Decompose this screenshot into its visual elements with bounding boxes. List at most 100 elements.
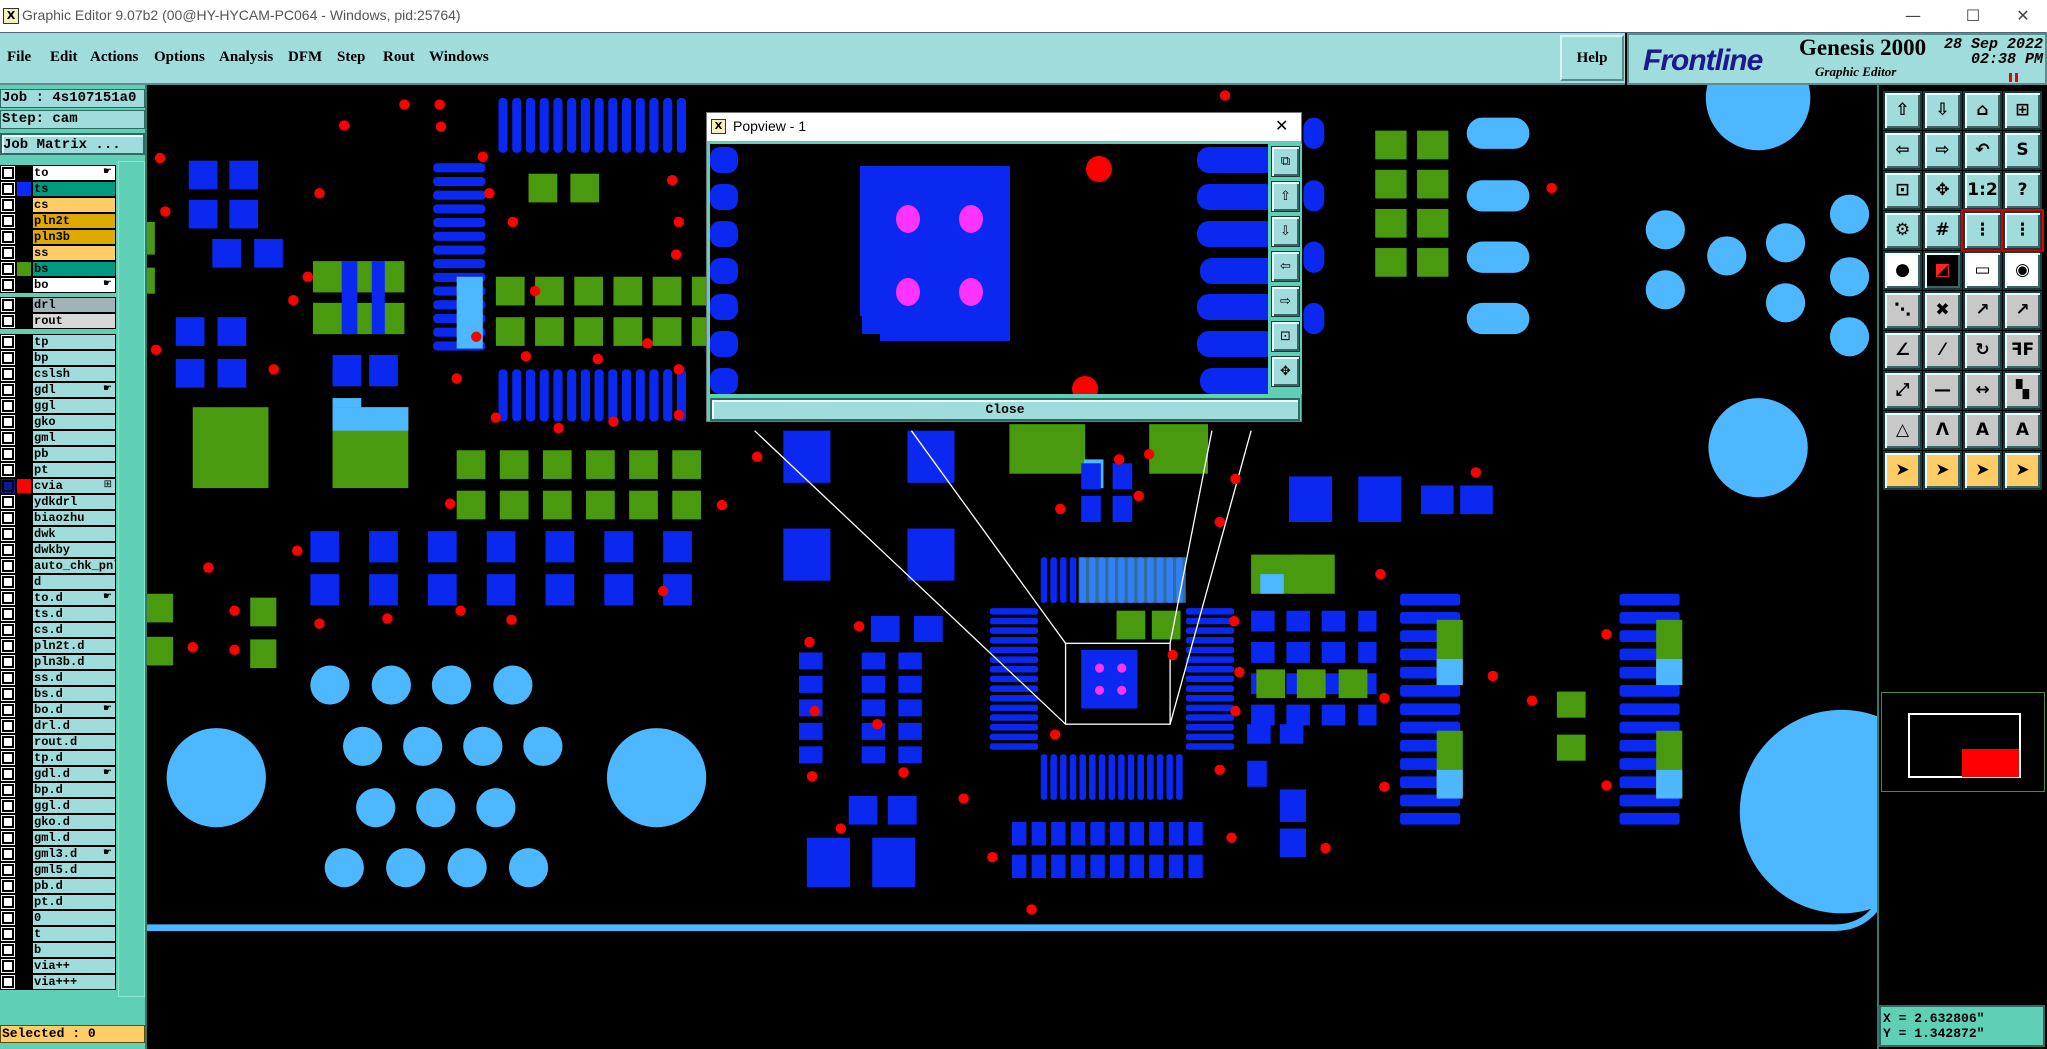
layer-row-pln2t[interactable]: pln2t bbox=[0, 213, 116, 229]
home-icon[interactable]: ⌂ bbox=[1963, 91, 2002, 130]
pan-up-icon[interactable]: ⇧ bbox=[1883, 91, 1922, 130]
undo-view-icon[interactable]: ↶ bbox=[1963, 131, 2002, 170]
layer-name[interactable]: ydkdrl bbox=[33, 495, 115, 509]
layer-name[interactable]: bs bbox=[33, 262, 115, 276]
layer-row-pt.d[interactable]: pt.d bbox=[0, 894, 116, 910]
move-icon[interactable]: ↗ bbox=[1963, 291, 2002, 330]
layer-name[interactable]: gdl.d☛ bbox=[33, 767, 115, 781]
layer-checkbox[interactable] bbox=[1, 911, 15, 925]
layer-row-gml3.d[interactable]: gml3.d☛ bbox=[0, 846, 116, 862]
layer-checkbox[interactable] bbox=[1, 975, 15, 989]
layer-checkbox[interactable] bbox=[1, 943, 15, 957]
layer-name[interactable]: ss.d bbox=[33, 671, 115, 685]
layer-name[interactable]: t bbox=[33, 927, 115, 941]
layer-row-to[interactable]: to☛ bbox=[0, 165, 116, 181]
layer-name[interactable]: bs.d bbox=[33, 687, 115, 701]
layer-row-bs[interactable]: bs bbox=[0, 261, 116, 277]
layer-row-pb[interactable]: pb bbox=[0, 446, 116, 462]
layer-checkbox[interactable] bbox=[1, 166, 15, 180]
popview-close-button[interactable]: Close bbox=[710, 398, 1300, 421]
xy-grid-icon[interactable]: ⊞ bbox=[2003, 91, 2042, 130]
layer-row-gko[interactable]: gko bbox=[0, 414, 116, 430]
menu-windows[interactable]: Windows bbox=[429, 49, 489, 65]
layer-name[interactable]: gko.d bbox=[33, 815, 115, 829]
zoom-out-icon[interactable]: ✥ bbox=[1271, 356, 1300, 387]
layer-checkbox[interactable] bbox=[1, 895, 15, 909]
resize-icon[interactable]: ⤢ bbox=[1883, 371, 1922, 410]
layer-name[interactable]: pb.d bbox=[33, 879, 115, 893]
arc-icon[interactable]: △ bbox=[1883, 411, 1922, 450]
layer-checkbox[interactable] bbox=[1, 751, 15, 765]
layer-row-bs.d[interactable]: bs.d bbox=[0, 686, 116, 702]
layer-name[interactable]: ts bbox=[33, 182, 115, 196]
layer-name[interactable]: bp.d bbox=[33, 783, 115, 797]
layer-checkbox[interactable] bbox=[1, 623, 15, 637]
layer-name[interactable]: cs.d bbox=[33, 623, 115, 637]
layer-checkbox[interactable] bbox=[1, 246, 15, 260]
layer-row-via+++[interactable]: via+++ bbox=[0, 974, 116, 990]
layer-row-bo[interactable]: bo☛ bbox=[0, 277, 116, 293]
layer-checkbox[interactable] bbox=[1, 182, 15, 196]
layer-checkbox[interactable] bbox=[1, 415, 15, 429]
menu-edit[interactable]: Edit bbox=[50, 49, 78, 65]
layer-checkbox[interactable] bbox=[1, 367, 15, 381]
layer-checkbox[interactable] bbox=[1, 703, 15, 717]
select-icon[interactable]: ➤ bbox=[1883, 451, 1922, 490]
layer-name[interactable]: to☛ bbox=[33, 166, 115, 180]
pan-down-icon[interactable]: ⇩ bbox=[1271, 216, 1300, 247]
layer-row-pln3b.d[interactable]: pln3b.d bbox=[0, 654, 116, 670]
menu-file[interactable]: File bbox=[7, 49, 32, 65]
layer-row-pt[interactable]: pt bbox=[0, 462, 116, 478]
dimension-icon[interactable]: ↔ bbox=[1963, 371, 2002, 410]
layer-checkbox[interactable] bbox=[1, 655, 15, 669]
layer-name[interactable]: pt.d bbox=[33, 895, 115, 909]
layer-row-tp[interactable]: tp bbox=[0, 334, 116, 350]
layer-row-to.d[interactable]: to.d☛ bbox=[0, 590, 116, 606]
pad-select-icon[interactable]: ◉ bbox=[2003, 251, 2042, 290]
select-net-icon[interactable]: ➤ bbox=[2003, 451, 2042, 490]
layer-name[interactable]: ts.d bbox=[33, 607, 115, 621]
layer-checkbox[interactable] bbox=[1, 607, 15, 621]
layer-list-scrollbar[interactable] bbox=[118, 161, 145, 997]
layer-checkbox[interactable] bbox=[1, 335, 15, 349]
pan-left-icon[interactable]: ⇦ bbox=[1271, 251, 1300, 282]
layer-checkbox[interactable] bbox=[1, 447, 15, 461]
layer-row-gdl[interactable]: gdl☛ bbox=[0, 382, 116, 398]
layer-row-d[interactable]: d bbox=[0, 574, 116, 590]
layer-name[interactable]: ggl.d bbox=[33, 799, 115, 813]
layer-name[interactable]: dwkby bbox=[33, 543, 115, 557]
graphic-canvas[interactable] bbox=[147, 85, 1877, 1049]
layer-row-cs.d[interactable]: cs.d bbox=[0, 622, 116, 638]
layer-row-ggl[interactable]: ggl bbox=[0, 398, 116, 414]
mirror-icon[interactable]: ꟻF bbox=[2003, 331, 2042, 370]
layer-name[interactable]: bo.d☛ bbox=[33, 703, 115, 717]
split-line-icon[interactable]: — bbox=[1923, 371, 1962, 410]
layer-row-ss[interactable]: ss bbox=[0, 245, 116, 261]
layer-name[interactable]: pln2t.d bbox=[33, 639, 115, 653]
layer-checkbox[interactable] bbox=[1, 399, 15, 413]
layer-row-ggl.d[interactable]: ggl.d bbox=[0, 798, 116, 814]
layer-checkbox[interactable] bbox=[1, 767, 15, 781]
layer-checkbox[interactable] bbox=[1, 527, 15, 541]
layer-row-cslsh[interactable]: cslsh bbox=[0, 366, 116, 382]
layer-name[interactable]: pt bbox=[33, 463, 115, 477]
layer-name[interactable]: ggl bbox=[33, 399, 115, 413]
popview-canvas[interactable] bbox=[710, 144, 1268, 394]
layer-name[interactable]: to.d☛ bbox=[33, 591, 115, 605]
surface-icon[interactable]: ▚ bbox=[2003, 371, 2042, 410]
popview-close-x[interactable]: ✕ bbox=[1275, 116, 1289, 135]
layer-checkbox[interactable] bbox=[1, 262, 15, 276]
layer-row-ts.d[interactable]: ts.d bbox=[0, 606, 116, 622]
layer-row-cs[interactable]: cs bbox=[0, 197, 116, 213]
layer-name[interactable]: gdl☛ bbox=[33, 383, 115, 397]
layer-name[interactable]: drl bbox=[33, 298, 115, 312]
layer-checkbox[interactable] bbox=[1, 735, 15, 749]
layer-checkbox[interactable] bbox=[1, 575, 15, 589]
arc-4-icon[interactable]: A bbox=[2003, 411, 2042, 450]
restore-view-icon[interactable]: ⧉ bbox=[1271, 146, 1300, 177]
settings-icon[interactable]: ⚙ bbox=[1883, 211, 1922, 250]
layer-name[interactable]: dwk bbox=[33, 527, 115, 541]
layer-row-ydkdrl[interactable]: ydkdrl bbox=[0, 494, 116, 510]
layer-row-auto_chk_pnl[interactable]: auto_chk_pnl bbox=[0, 558, 116, 574]
layer-row-via++[interactable]: via++ bbox=[0, 958, 116, 974]
